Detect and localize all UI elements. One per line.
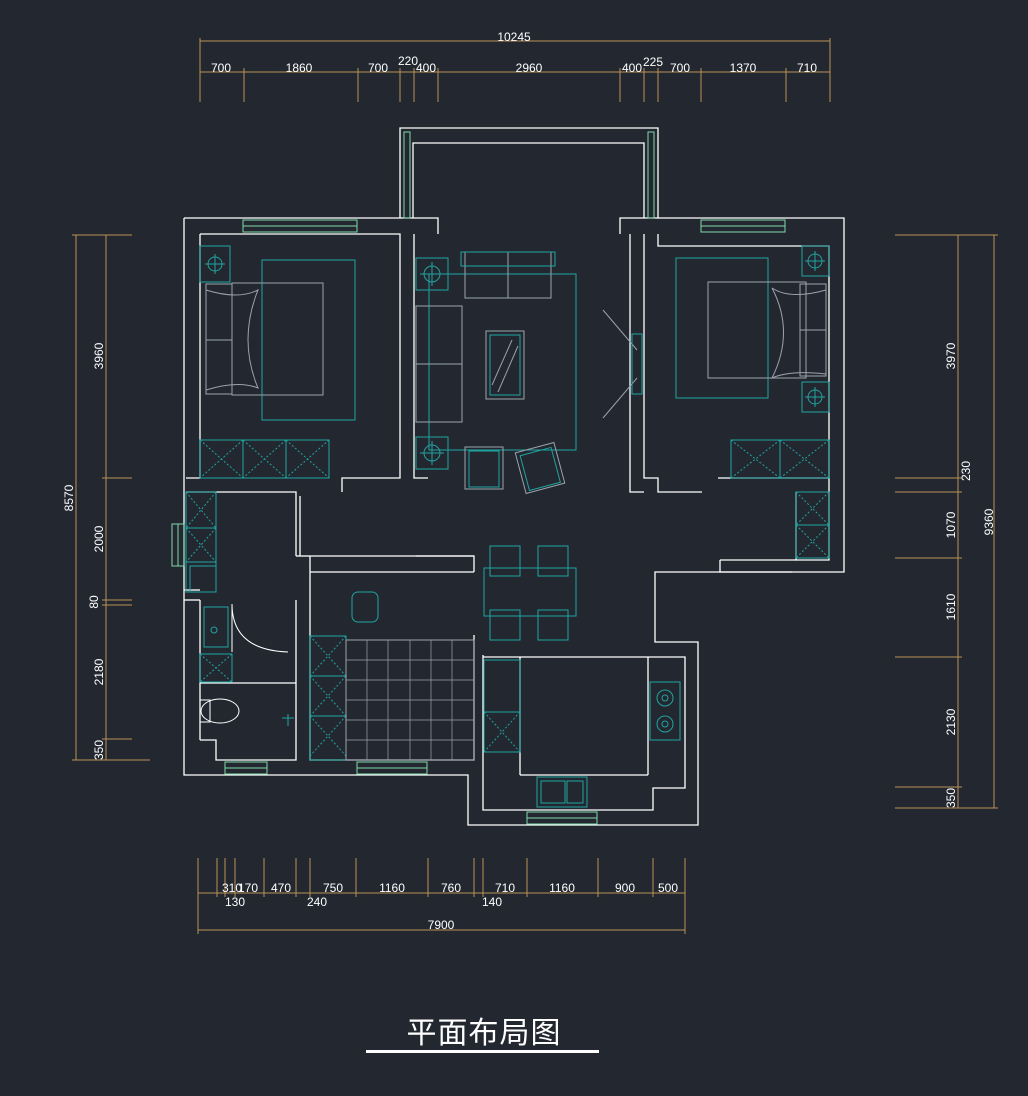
dim-left-segment: 2000 xyxy=(92,525,106,552)
dim-top-segment: 220 xyxy=(398,54,418,68)
dim-top-segment: 700 xyxy=(670,61,690,75)
wardrobe-left xyxy=(199,439,330,479)
dim-top-segment: 2960 xyxy=(516,61,543,75)
armchair xyxy=(464,446,504,490)
dim-bottom-segment: 900 xyxy=(615,881,635,895)
stove xyxy=(649,681,681,741)
dim-top-segment: 400 xyxy=(622,61,642,75)
dim-bottom-segment: 1160 xyxy=(549,881,575,895)
dim-bottom-segment: 750 xyxy=(323,881,343,895)
dim-bottom-segment: 170 xyxy=(238,881,258,895)
basin xyxy=(203,606,229,648)
dim-left-total: 8570 xyxy=(62,484,76,511)
coffee-table xyxy=(485,330,525,400)
walls xyxy=(183,127,845,826)
dim-top-segment: 1370 xyxy=(730,61,757,75)
dim-right-segment: 230 xyxy=(959,461,973,481)
dim-top-total: 10245 xyxy=(497,30,531,44)
dim-top-segment: 1860 xyxy=(286,61,313,75)
bed-right xyxy=(675,257,769,399)
toilet xyxy=(200,698,240,724)
dim-left-segment: 3960 xyxy=(92,342,106,369)
dining-table xyxy=(483,567,577,617)
dim-bottom-segment: 760 xyxy=(441,881,461,895)
dim-right-segment: 1610 xyxy=(944,593,958,620)
dim-top-segment: 710 xyxy=(797,61,817,75)
dim-right-segment: 1070 xyxy=(944,511,958,538)
dim-bottom-segment: 710 xyxy=(495,881,515,895)
dim-left-segment: 350 xyxy=(92,740,106,760)
dim-top-segment: 400 xyxy=(416,61,436,75)
dim-right-segment: 3970 xyxy=(944,342,958,369)
study-chair xyxy=(351,591,379,623)
dim-top-segment: 225 xyxy=(643,55,663,69)
dim-bottom-total: 7900 xyxy=(428,918,455,932)
dim-bottom-segment: 470 xyxy=(271,881,291,895)
dim-bottom-segment: 240 xyxy=(307,895,327,909)
dim-left-segment: 80 xyxy=(87,595,101,609)
dim-top-segment: 700 xyxy=(368,61,388,75)
bed-left xyxy=(261,259,356,421)
dim-bottom-segment: 130 xyxy=(225,895,245,909)
dim-right-segment: 350 xyxy=(944,788,958,808)
dim-right-total: 9360 xyxy=(982,508,996,535)
armchair xyxy=(514,441,566,495)
dim-right-segment: 2130 xyxy=(944,708,958,735)
dim-bottom-segment: 1160 xyxy=(379,881,405,895)
dim-bottom-segment: 500 xyxy=(658,881,678,895)
dimension-labels: 10245 700 1860 700 220 400 2960 400 225 … xyxy=(62,30,996,932)
dim-top-segment: 700 xyxy=(211,61,231,75)
windows xyxy=(171,131,786,825)
dimension-lines xyxy=(72,38,998,934)
furniture xyxy=(185,245,830,808)
title-underline xyxy=(366,1050,599,1053)
dim-left-segment: 2180 xyxy=(92,658,106,685)
dim-bottom-segment: 310 xyxy=(222,881,242,895)
dim-bottom-segment: 140 xyxy=(482,895,502,909)
plan-title: 平面布局图 xyxy=(406,1016,562,1051)
sink xyxy=(536,776,588,808)
